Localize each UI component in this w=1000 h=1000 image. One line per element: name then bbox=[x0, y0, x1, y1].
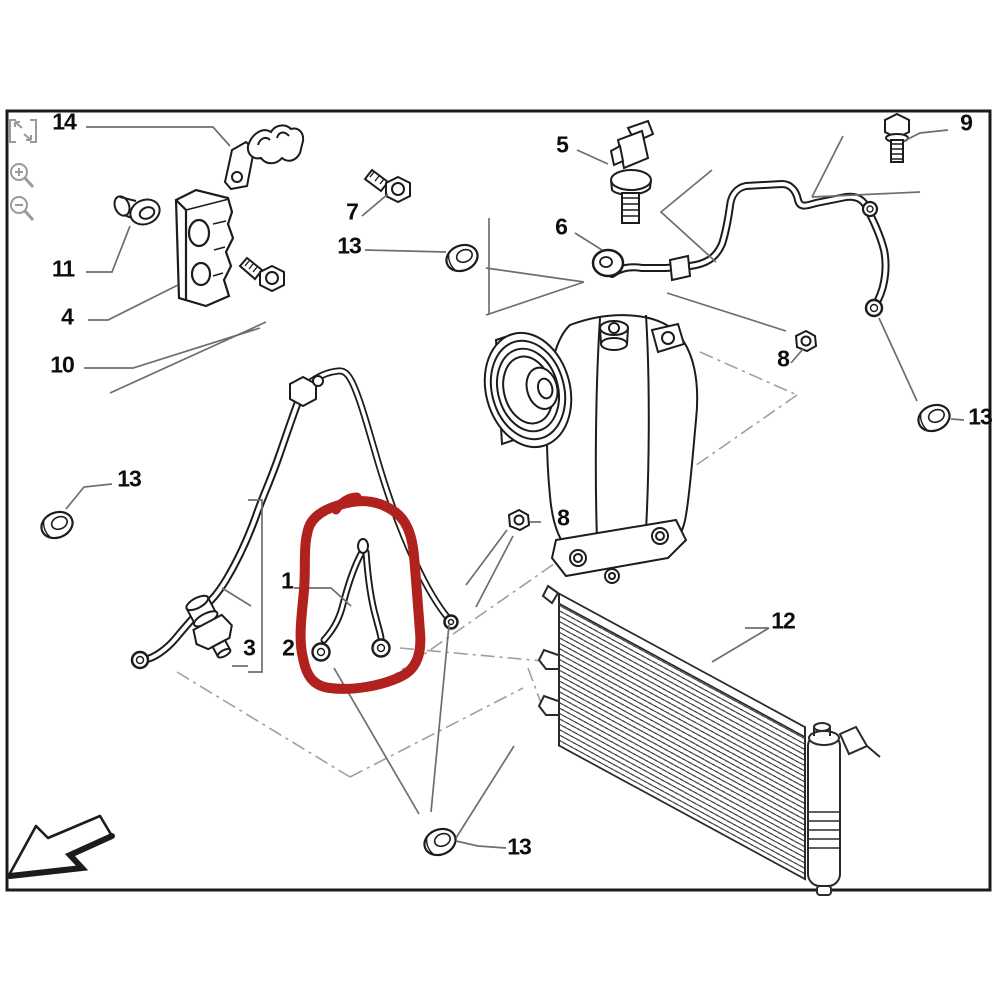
callout-13: 13 bbox=[117, 465, 142, 492]
callout-13: 13 bbox=[337, 232, 362, 259]
condenser-port-upper bbox=[537, 648, 559, 670]
callout-2: 2 bbox=[282, 634, 295, 661]
cap-13-bottom bbox=[423, 827, 457, 857]
cap-13-top bbox=[445, 243, 479, 273]
bolt-7 bbox=[363, 168, 411, 204]
callout-13: 13 bbox=[968, 403, 993, 430]
callout-3: 3 bbox=[243, 634, 256, 661]
pipe-6 bbox=[591, 179, 890, 318]
zoom-in-icon[interactable] bbox=[10, 163, 35, 188]
bolt-9 bbox=[884, 112, 910, 163]
mounting-block bbox=[174, 188, 235, 308]
receiver-drier bbox=[807, 733, 841, 887]
callout-10: 10 bbox=[50, 351, 75, 378]
callout-12: 12 bbox=[771, 607, 796, 634]
compressor-pulley bbox=[483, 331, 573, 449]
callout-6: 6 bbox=[555, 213, 568, 240]
cap-13-right bbox=[917, 403, 951, 433]
callout-4: 4 bbox=[61, 303, 74, 330]
compressor bbox=[483, 314, 699, 584]
callout-9: 9 bbox=[960, 109, 973, 136]
callout-1: 1 bbox=[281, 567, 294, 594]
bracket-5 bbox=[609, 119, 655, 224]
leader-lines bbox=[65, 126, 965, 849]
diagram-frame bbox=[5, 109, 992, 892]
callout-8: 8 bbox=[557, 504, 570, 531]
callout-5: 5 bbox=[556, 131, 569, 158]
callout-8: 8 bbox=[777, 345, 790, 372]
bolt-10 bbox=[238, 256, 285, 293]
callout-7: 7 bbox=[346, 198, 359, 225]
callout-13: 13 bbox=[507, 833, 532, 860]
grommet bbox=[113, 195, 161, 226]
zoom-out-icon[interactable] bbox=[10, 196, 35, 221]
cap-13-left bbox=[40, 510, 74, 540]
nut-8-right bbox=[794, 329, 818, 353]
hose-assembly-1 bbox=[311, 538, 391, 662]
fit-view-icon[interactable] bbox=[9, 119, 37, 143]
nut-8-center bbox=[507, 508, 531, 532]
callout-14: 14 bbox=[52, 108, 77, 135]
condenser-parts bbox=[537, 584, 881, 896]
highlight-circle bbox=[295, 492, 426, 694]
pipe-clamp-bracket bbox=[223, 124, 305, 191]
direction-arrow bbox=[6, 814, 115, 879]
pressure-switch bbox=[185, 594, 233, 659]
callout-11: 11 bbox=[51, 255, 75, 282]
condenser-port-lower bbox=[537, 694, 559, 716]
